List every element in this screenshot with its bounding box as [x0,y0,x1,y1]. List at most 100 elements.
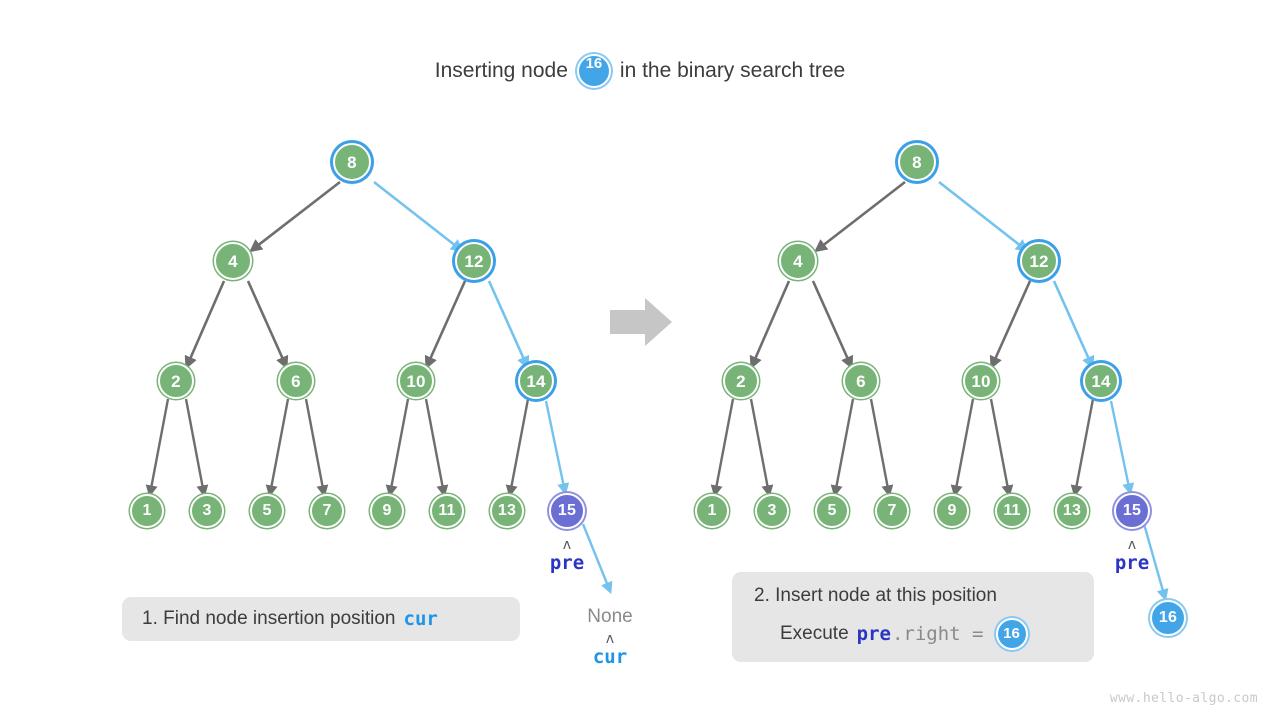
node-4[interactable]: 4 [214,242,252,280]
none-label: None [570,606,650,628]
edge-2-3 [749,398,774,498]
caption-1-pointer: cur [403,608,438,630]
node-13[interactable]: 13 [1055,494,1089,528]
edge-6-5 [830,398,855,498]
edge-8-12 [373,180,464,253]
pointer-pre-left: ʌ pre [527,538,607,573]
left-tree-edges [145,180,613,595]
node-label: 11 [1003,502,1021,519]
node-6[interactable]: 6 [843,363,879,399]
node-label: 7 [887,502,897,519]
node-15[interactable]: 15 [1114,493,1150,529]
node-label: 11 [438,502,456,519]
node-label: 12 [1029,251,1049,271]
edge-2-1 [710,398,735,498]
node-12[interactable]: 12 [455,242,493,280]
edge-6-7 [304,398,329,498]
edge-6-5 [265,398,290,498]
pointer-caret-icon: ʌ [562,537,572,553]
node-label: 12 [464,251,484,271]
edge-12-10 [989,280,1032,370]
node-label: 3 [202,502,212,519]
node-label: 16 [1158,609,1178,626]
watermark: www.hello-algo.com [1109,691,1258,706]
node-label: 5 [262,502,272,519]
node-11[interactable]: 11 [995,494,1029,528]
node-label: 9 [947,502,957,519]
caption-step-2: 2. Insert node at this position Execute … [732,572,1094,662]
node-label: 13 [1062,502,1082,519]
node-8[interactable]: 8 [898,143,936,181]
node-11[interactable]: 11 [430,494,464,528]
edge-4-6 [246,280,289,370]
node-10[interactable]: 10 [398,363,434,399]
edge-12-14 [487,280,530,370]
node-label: 16 [1003,625,1020,642]
node-7[interactable]: 7 [310,494,344,528]
node-3[interactable]: 3 [190,494,224,528]
pointer-caret-icon: ʌ [1127,537,1137,553]
pointer-cur-left: ʌ cur [570,632,650,667]
node-label: 15 [1122,502,1142,519]
node-14[interactable]: 14 [1083,363,1119,399]
node-label: 10 [971,371,991,391]
node-label: 6 [291,371,301,391]
edge-8-12 [938,180,1029,253]
caption-1-text: 1. Find node insertion position [142,608,396,629]
edge-10-11 [989,398,1014,498]
node-label: 10 [406,371,426,391]
node-5[interactable]: 5 [815,494,849,528]
node-label: 7 [322,502,332,519]
node-3[interactable]: 3 [755,494,789,528]
node-label: 6 [856,371,866,391]
node-1[interactable]: 1 [695,494,729,528]
edge-14-13 [505,398,530,498]
node-8[interactable]: 8 [333,143,371,181]
node-12[interactable]: 12 [1020,242,1058,280]
caption-2-text: 2. Insert node at this position [754,584,997,606]
edge-8-4 [249,180,341,253]
node-9[interactable]: 9 [370,494,404,528]
edge-2-3 [184,398,209,498]
caption-2-line-2: Execute pre .right = 16 [754,617,1072,650]
node-9[interactable]: 9 [935,494,969,528]
node-2[interactable]: 2 [158,363,194,399]
node-4[interactable]: 4 [779,242,817,280]
edge-8-4 [814,180,906,253]
node-14[interactable]: 14 [518,363,554,399]
edge-10-9 [385,398,410,498]
node-1[interactable]: 1 [130,494,164,528]
pointer-label-pre: pre [549,552,585,574]
node-15[interactable]: 15 [549,493,585,529]
edge-14-15 [1109,400,1135,496]
edge-4-2 [184,280,226,370]
pointer-label-cur: cur [592,646,628,668]
caption-2-pre: pre [856,622,891,645]
node-label: 4 [228,251,238,271]
node-label: 1 [707,502,717,519]
node-label: 15 [557,502,577,519]
node-2[interactable]: 2 [723,363,759,399]
node-10[interactable]: 10 [963,363,999,399]
right-tree-edges [710,180,1169,602]
title-text-after: in the binary search tree [619,59,846,82]
node-label: 14 [1091,371,1111,391]
next-step-arrow [610,298,672,346]
node-label: 13 [497,502,517,519]
node-13[interactable]: 13 [490,494,524,528]
node-7[interactable]: 7 [875,494,909,528]
node-16[interactable]: 16 [1150,600,1186,636]
edge-4-6 [811,280,854,370]
edge-14-15 [544,400,570,496]
pointer-caret-icon: ʌ [605,631,615,647]
node-label: 2 [736,371,746,391]
node-label: 8 [347,152,357,172]
node-5[interactable]: 5 [250,494,284,528]
none-text: None [587,606,633,627]
node-label: 5 [827,502,837,519]
node-label: 8 [912,152,922,172]
node-6[interactable]: 6 [278,363,314,399]
node-label: 14 [526,371,546,391]
